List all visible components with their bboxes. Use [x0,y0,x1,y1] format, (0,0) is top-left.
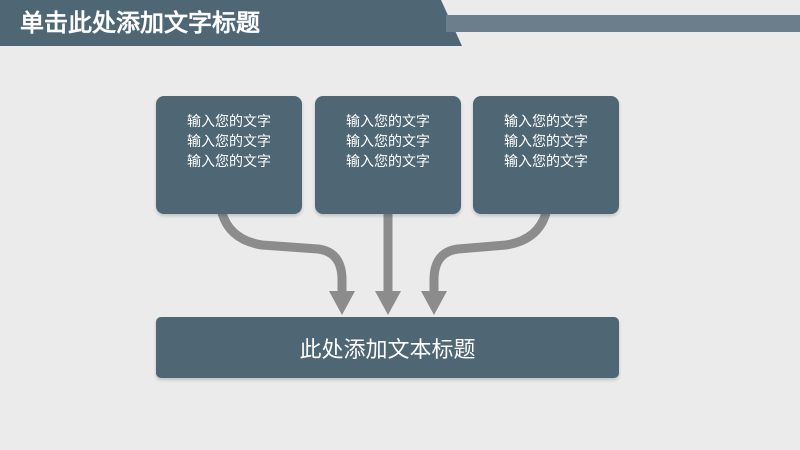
arrow-left-head [329,291,355,315]
text-box-2-line-2: 输入您的文字 [346,134,430,150]
arrow-right-path [429,211,551,294]
slide-title[interactable]: 单击此处添加文字标题 [20,9,260,37]
text-box-2-line-3: 输入您的文字 [346,154,430,170]
text-box-3[interactable]: 输入您的文字 输入您的文字 输入您的文字 [473,96,619,214]
text-box-1-line-2: 输入您的文字 [187,134,271,150]
arrow-middle-head [375,291,401,315]
text-box-1-line-1: 输入您的文字 [187,114,271,130]
arrow-right-head [421,291,447,315]
text-box-2-line-1: 输入您的文字 [346,114,430,130]
text-box-3-line-2: 输入您的文字 [504,134,588,150]
text-box-3-line-1: 输入您的文字 [504,114,588,130]
bottom-title-text: 此处添加文本标题 [299,337,476,363]
text-box-2[interactable]: 输入您的文字 输入您的文字 输入您的文字 [315,96,461,214]
arrow-left-path [217,211,347,294]
title-banner [0,0,462,46]
text-box-1-line-3: 输入您的文字 [187,154,271,170]
text-box-1[interactable]: 输入您的文字 输入您的文字 输入您的文字 [156,96,302,214]
bottom-title-box[interactable]: 此处添加文本标题 [156,317,619,378]
header-stripe [446,15,800,32]
text-box-3-line-3: 输入您的文字 [504,154,588,170]
